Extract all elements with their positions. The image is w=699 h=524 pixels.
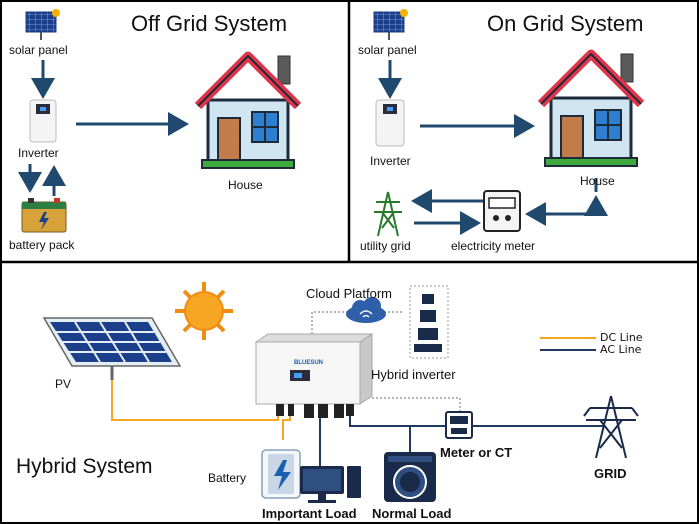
legend-dc-label: DC Line bbox=[600, 331, 643, 344]
offgrid-house-label: House bbox=[228, 178, 263, 192]
legend-ac-label: AC Line bbox=[600, 343, 642, 356]
offgrid-house-icon bbox=[194, 51, 302, 169]
hybrid-inverter-label: Hybrid inverter bbox=[371, 367, 456, 382]
normal-load-ac-line bbox=[349, 404, 411, 452]
electricity-meter-label: electricity meter bbox=[451, 239, 536, 253]
offgrid-battery-label: battery pack bbox=[9, 238, 75, 252]
offgrid-title: Off Grid System bbox=[131, 11, 288, 36]
ongrid-inverter-label: Inverter bbox=[370, 154, 411, 168]
offgrid-inverter-label: Inverter bbox=[18, 146, 59, 160]
hybrid-inverter-icon: BLUESUN bbox=[254, 333, 374, 418]
utility-grid-label: utility grid bbox=[360, 239, 411, 253]
meter-comm-line bbox=[356, 397, 461, 412]
washing-machine-icon bbox=[384, 452, 436, 502]
app-stack-icon bbox=[409, 285, 449, 359]
grid-tower-icon bbox=[583, 395, 639, 459]
offgrid-inverter-icon bbox=[29, 99, 57, 143]
ongrid-house-label: House bbox=[580, 174, 615, 188]
brand-label: BLUESUN bbox=[294, 360, 323, 366]
important-load-label: Important Load bbox=[262, 506, 357, 521]
ongrid-house-icon bbox=[537, 49, 645, 167]
house-to-meter-arrow bbox=[525, 202, 598, 226]
pv-panel-icon bbox=[42, 317, 182, 380]
offgrid-battery-icon bbox=[21, 198, 67, 233]
computer-icon bbox=[300, 466, 361, 503]
offgrid-solar-panel-icon bbox=[25, 9, 60, 40]
electricity-meter-icon bbox=[483, 190, 521, 232]
ongrid-title: On Grid System bbox=[487, 11, 644, 36]
battery-icon bbox=[261, 449, 301, 499]
sun-icon bbox=[175, 282, 233, 340]
battery-label: Battery bbox=[208, 471, 247, 485]
legend bbox=[540, 337, 596, 351]
normal-load-label: Normal Load bbox=[372, 506, 452, 521]
pv-dc-line bbox=[111, 380, 279, 421]
grid-label: GRID bbox=[594, 466, 627, 481]
cloud-comm-line bbox=[311, 311, 350, 338]
pv-label: PV bbox=[55, 377, 72, 391]
ongrid-solar-panel-icon bbox=[373, 9, 408, 40]
ongrid-inverter-icon bbox=[375, 99, 405, 147]
ongrid-solar-panel-label: solar panel bbox=[358, 43, 417, 57]
meter-ct-icon bbox=[445, 411, 473, 439]
utility-grid-tower-icon bbox=[374, 191, 402, 237]
cloud-platform-label: Cloud Platform bbox=[306, 286, 392, 301]
meter-ct-label: Meter or CT bbox=[440, 445, 513, 460]
offgrid-solar-panel-label: solar panel bbox=[9, 43, 68, 57]
hybrid-title: Hybrid System bbox=[16, 455, 153, 478]
cloud-icon bbox=[346, 297, 386, 323]
